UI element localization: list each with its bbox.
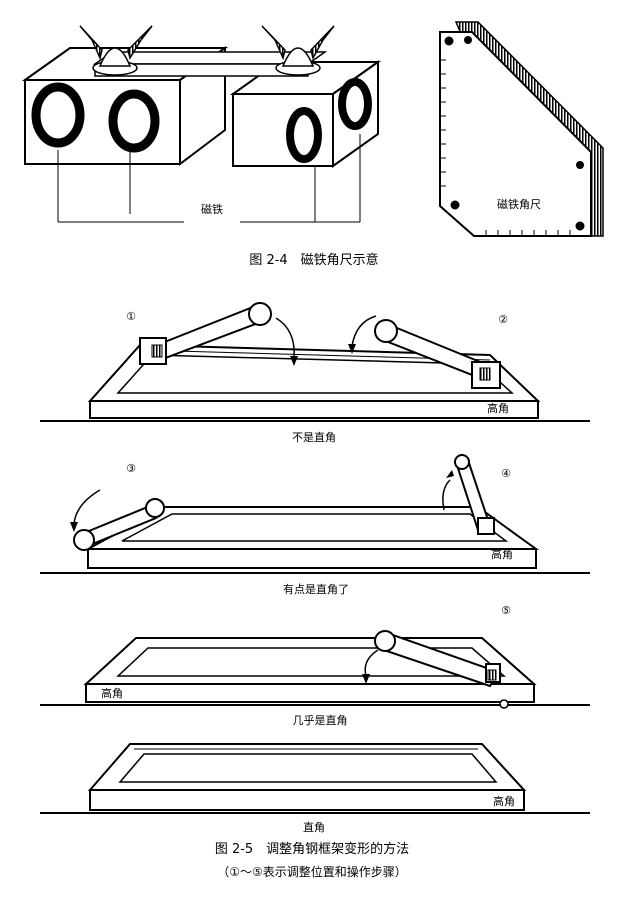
- square-hole-4: [575, 221, 585, 231]
- stage-2-label: 有点是直角了: [283, 582, 349, 596]
- stage-3-label: 几乎是直角: [293, 713, 348, 727]
- stage-2-step-4: ④: [501, 467, 511, 480]
- stage-1-wrench-right-ring: [374, 319, 398, 343]
- stage-4-frame-front: [89, 789, 525, 811]
- stage-2-frame-inner: [121, 513, 509, 542]
- stage-1-arrow-left: [275, 317, 295, 359]
- square-scale-ticks-left: [440, 59, 446, 187]
- stage-2-wrench-right-jaw: [477, 517, 495, 535]
- left-nut-dome: [98, 47, 132, 67]
- stage-1-left-nut: [151, 344, 163, 358]
- square-hole-5: [576, 161, 584, 169]
- stage-3-step-5: ⑤: [501, 604, 511, 617]
- stage-2-wrench-left-ring: [73, 529, 95, 551]
- stage-4-label: 直角: [303, 820, 325, 834]
- stage-1-drawing: [40, 302, 590, 422]
- stage-1-right-nut: [479, 367, 491, 381]
- stage-2-step-3: ③: [126, 462, 136, 475]
- stage-1-label: 不是直角: [292, 430, 336, 444]
- stage-4-drawing: [40, 743, 590, 814]
- stage-2-wrench-left-head: [145, 498, 165, 518]
- square-body: [439, 31, 592, 237]
- left-magnet-ring-1: [31, 82, 85, 148]
- square-hole-1: [444, 36, 454, 46]
- square-hole-3: [450, 200, 460, 210]
- right-magnet-ring-2: [338, 78, 372, 130]
- stage-3-high-corner: 高角: [101, 686, 123, 700]
- stage-2-drawing: [40, 454, 590, 574]
- square-scale-ticks-bottom: [485, 230, 571, 236]
- figure-2-5-subcaption: （①～⑤表示调整位置和操作步骤）: [217, 864, 407, 879]
- stage-4-high-corner: 高角: [493, 794, 515, 808]
- stage-4-frame-inner: [118, 753, 498, 783]
- stage-1-frame-front: [89, 400, 539, 419]
- left-wing-right: [127, 25, 153, 60]
- stage-3-wrench-ring: [374, 630, 396, 652]
- stage-2-frame-front: [87, 548, 537, 569]
- left-wing-left: [79, 25, 103, 61]
- stage-1-step-1: ①: [126, 310, 136, 323]
- magnet-leader-lines: [57, 134, 361, 223]
- figure-2-4-caption: 图 2-4 磁铁角尺示意: [249, 252, 378, 268]
- right-wing-left: [261, 25, 286, 61]
- right-wing-right: [310, 25, 335, 61]
- stage-2-arrow-left: [73, 489, 101, 525]
- stage-2-wrench-right-ring: [454, 454, 470, 470]
- right-magnet-ring-1: [286, 107, 322, 163]
- stage-3-foot: [499, 699, 509, 709]
- stage-3-drawing: [40, 630, 590, 709]
- figure-2-5-caption: 图 2-5 调整角钢框架变形的方法: [215, 841, 409, 857]
- left-magnet-ring-2: [108, 89, 160, 153]
- magnetic-square-drawing: [439, 21, 604, 237]
- stage-1-wrench-left-ring: [248, 302, 272, 326]
- stage-1-step-2: ②: [498, 313, 508, 326]
- magnet-clamp-drawing: [21, 25, 382, 223]
- magnetic-square-label: 磁铁角尺: [497, 198, 541, 211]
- stage-3-frame-front: [85, 683, 535, 703]
- stage-1-arrow-right: [351, 315, 377, 347]
- magnet-label: 磁铁: [201, 203, 223, 216]
- stage-3-arrow: [364, 649, 379, 677]
- stage-2-arrow-right: [442, 479, 451, 511]
- stage-3-nut: [487, 669, 497, 681]
- stage-1-high-corner: 高角: [487, 401, 509, 415]
- right-nut-dome: [281, 47, 315, 67]
- stage-2-high-corner: 高角: [491, 547, 513, 561]
- square-hole-2: [464, 36, 472, 44]
